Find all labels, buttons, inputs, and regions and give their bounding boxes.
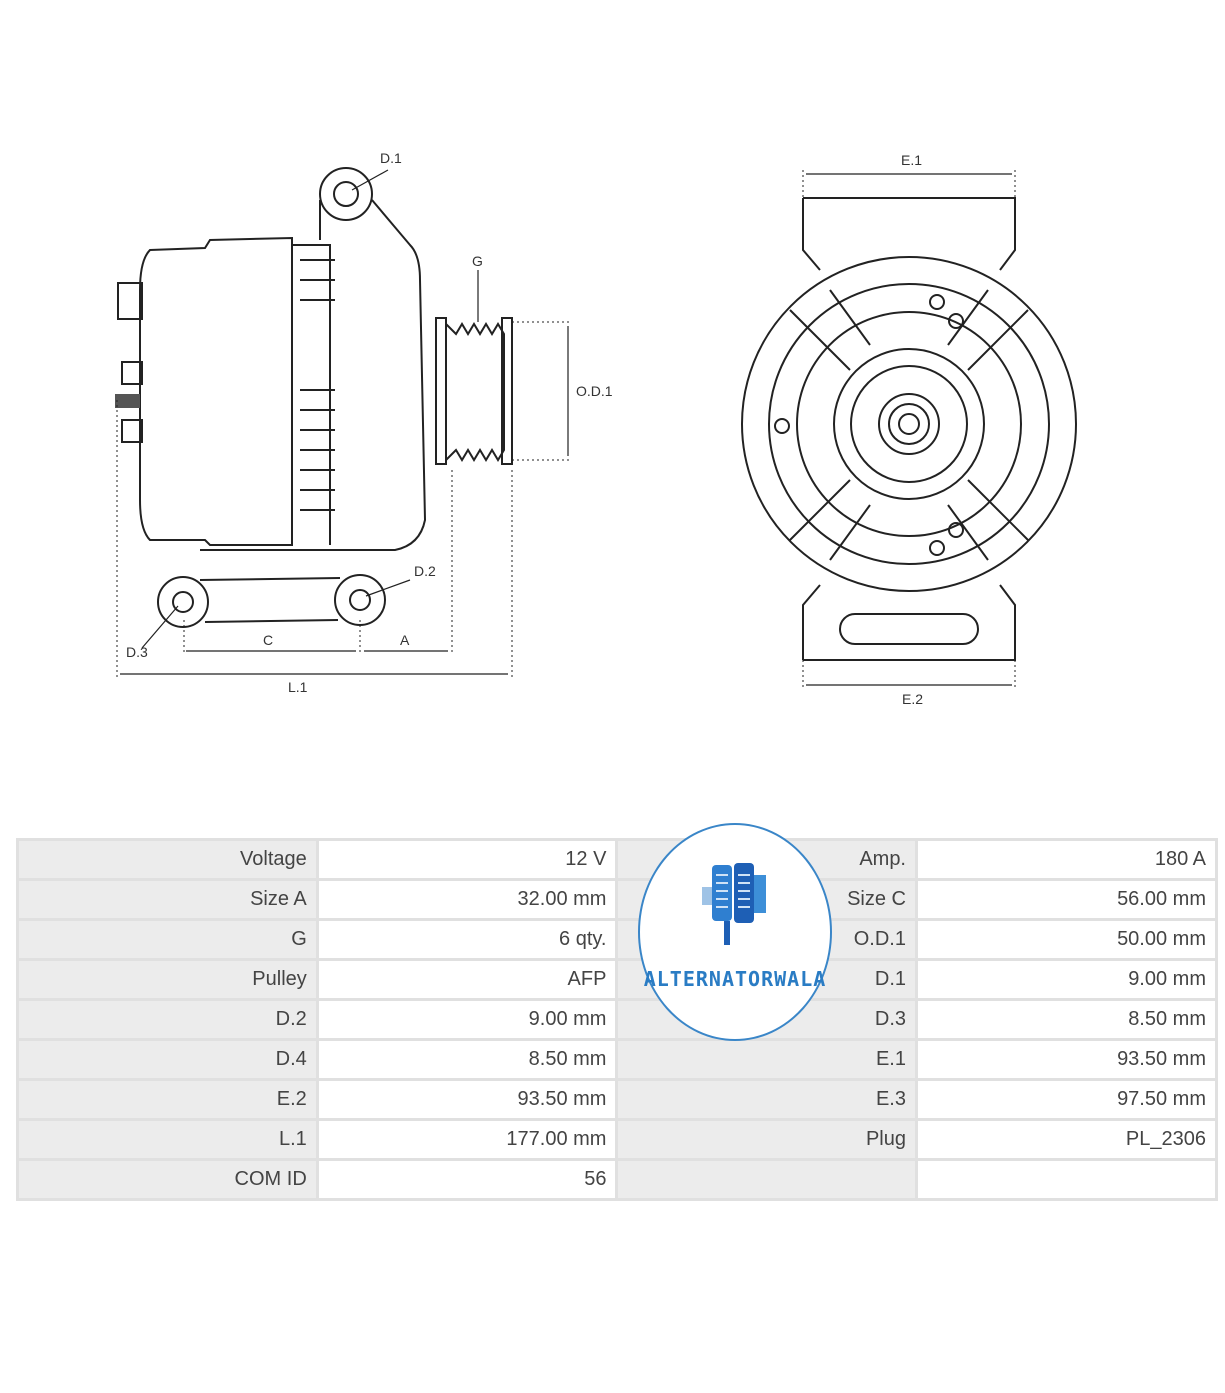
- logo-text: ALTERNATORWALA: [643, 967, 827, 991]
- label-g: G: [472, 253, 483, 269]
- spec-value: PL_2306: [915, 1118, 1218, 1161]
- spec-label: E.1: [615, 1038, 918, 1081]
- side-view: D.1 G O.D.1 D.2 D.3 C A L.1: [115, 150, 613, 695]
- spec-value: AFP: [315, 958, 619, 1001]
- spec-value: 93.50 mm: [915, 1038, 1218, 1081]
- spec-value: 93.50 mm: [315, 1078, 619, 1121]
- spec-value: 9.00 mm: [315, 998, 619, 1041]
- spec-value: 8.50 mm: [315, 1038, 619, 1081]
- spec-value: [915, 1158, 1218, 1201]
- spec-label: Pulley: [16, 958, 319, 1001]
- label-e1: E.1: [901, 152, 922, 168]
- spec-label: L.1: [16, 1118, 319, 1161]
- alternator-logo-icon: [702, 863, 766, 945]
- spec-label: Voltage: [16, 838, 319, 881]
- alternatorwala-logo: ALTERNATORWALA: [638, 823, 832, 1041]
- label-d2: D.2: [414, 563, 436, 579]
- spec-value: 180 A: [915, 838, 1218, 881]
- spec-value: 32.00 mm: [315, 878, 619, 921]
- spec-label: Size A: [16, 878, 319, 921]
- spec-label: [615, 1158, 918, 1201]
- spec-value: 56.00 mm: [915, 878, 1218, 921]
- spec-value: 177.00 mm: [315, 1118, 619, 1161]
- label-l1: L.1: [288, 679, 308, 695]
- front-view: E.1 E.2: [741, 152, 1077, 707]
- label-a: A: [400, 632, 410, 648]
- label-e2: E.2: [902, 691, 923, 707]
- spec-label: G: [16, 918, 319, 961]
- spec-label: E.2: [16, 1078, 319, 1121]
- spec-value: 12 V: [315, 838, 619, 881]
- spec-label: D.4: [16, 1038, 319, 1081]
- spec-label: E.3: [615, 1078, 918, 1121]
- label-d1: D.1: [380, 150, 402, 166]
- spec-label: Plug: [615, 1118, 918, 1161]
- spec-value: 6 qty.: [315, 918, 619, 961]
- spec-value: 97.50 mm: [915, 1078, 1218, 1121]
- spec-value: 56: [315, 1158, 619, 1201]
- spec-value: 50.00 mm: [915, 918, 1218, 961]
- alternator-dimension-drawing: D.1 G O.D.1 D.2 D.3 C A L.1 E.1 E.2: [115, 150, 1077, 707]
- spec-value: 8.50 mm: [915, 998, 1218, 1041]
- spec-value: 9.00 mm: [915, 958, 1218, 1001]
- label-od1: O.D.1: [576, 383, 613, 399]
- spec-label: D.2: [16, 998, 319, 1041]
- spec-label: COM ID: [16, 1158, 319, 1201]
- label-c: C: [263, 632, 273, 648]
- label-d3: D.3: [126, 644, 148, 660]
